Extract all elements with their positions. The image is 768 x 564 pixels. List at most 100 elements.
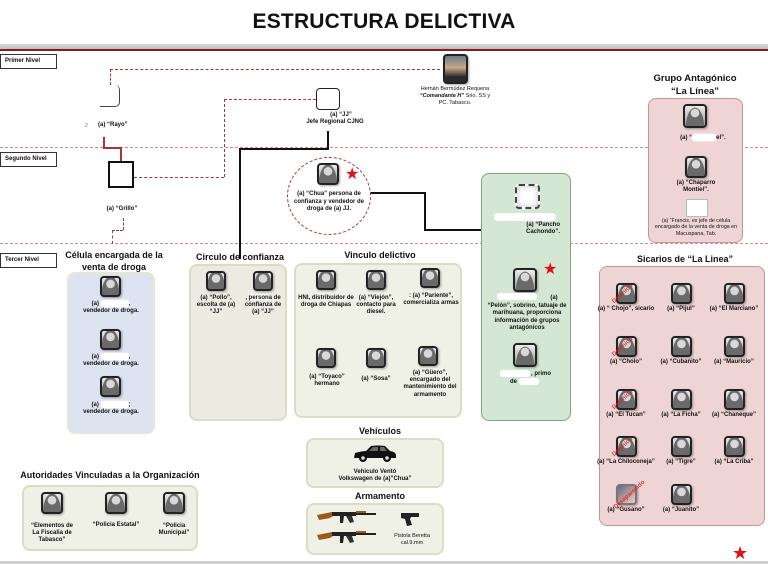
- armamento-title: Armamento: [354, 491, 405, 501]
- connector-rayo-grillo-c: [120, 147, 122, 161]
- sicario-photo: [723, 389, 745, 410]
- pelon-photo: [513, 268, 537, 292]
- jj-alias: (a) “JJ”: [330, 112, 352, 118]
- celula-member-2-prefix: (a): [91, 354, 99, 361]
- sicario-item: Desaparecido(a) “Gusano”: [594, 480, 658, 514]
- header-bar: [0, 44, 768, 50]
- car-icon: [354, 445, 396, 462]
- connector-jj-down: [224, 99, 225, 177]
- connector-grillo-down-c: [112, 230, 113, 244]
- pelon-caption: (a) “Pelón”, sobrino, tatuaje de marihua…: [487, 295, 567, 331]
- celula-member-2-suffix: ,: [128, 354, 131, 361]
- antagonico-title: Grupo Antagónico “La Línea”: [640, 73, 750, 99]
- status-stamp: Detenido: [610, 336, 634, 358]
- vinculo-member-1-caption: HNI, distribuidor de droga de Chiapas: [298, 295, 354, 309]
- sicario-photo: [670, 389, 692, 410]
- sicario-item: (a) “Juanito”: [649, 484, 713, 514]
- celula-member-3-caption: (a) ;vendedor de droga.: [80, 401, 142, 416]
- level-label-first: Primer Nivel: [0, 54, 57, 69]
- level-label-second: Segundo Nivel: [0, 152, 57, 167]
- antagonico-member-3-photo-placeholder: [686, 199, 708, 217]
- rayo-photo-placeholder: [100, 85, 120, 107]
- autoridades-member-2-photo: [105, 492, 127, 514]
- connector-jj-black-b: [239, 148, 329, 150]
- connector-chua-pancho-b: [424, 192, 426, 230]
- celula-member-3-photo: [100, 376, 121, 397]
- connector-rayo-grillo-a: [103, 137, 105, 148]
- autoridades-title: Autoridades Vinculadas a la Organización: [20, 470, 200, 480]
- sicario-photo: [670, 336, 692, 357]
- sicario-caption: (a) “La Chiloconeja”: [597, 459, 655, 465]
- hernan-photo: [443, 54, 468, 84]
- vinculo-member-1-photo: [316, 270, 336, 290]
- primo-redaction-2: [519, 378, 539, 385]
- vinculo-member-4-caption: (a) “Toyaco” hermano: [309, 374, 345, 388]
- connector-grillo-down-a: [123, 218, 124, 230]
- circulo-member-1-caption: (a) “Pollo”, escolta de (a) “JJ”: [196, 295, 236, 316]
- sicario-photo: Detenido: [611, 336, 637, 358]
- sicario-photo: [723, 436, 745, 457]
- header-red-rule: [0, 49, 768, 51]
- circulo-title: Circulo de confianza: [195, 252, 284, 262]
- sicario-caption: (a) “Chaneque”: [711, 412, 756, 418]
- star-icon: ★: [345, 166, 360, 183]
- sicario-item: (a) “Chaneque”: [702, 389, 766, 419]
- connector-rayo-grillo-b: [103, 147, 122, 149]
- sicario-photo: [670, 283, 692, 304]
- celula-title: Célula encargada de la venta de droga: [65, 250, 163, 272]
- chua-caption: (a) “Chua” persona de confianza y vended…: [293, 191, 365, 212]
- celula-member-1-caption: (a) ,vendedor de droga.: [80, 300, 142, 315]
- sicario-item: Detenido(a) “La Chiloconeja”: [594, 436, 658, 466]
- circulo-member-2-redaction: [249, 294, 271, 300]
- sicario-caption: (a) “El Tucan”: [606, 412, 646, 418]
- autoridades-member-1-photo: [41, 492, 63, 514]
- pistol-caption: Pistola Beretta cal.9.mm: [385, 533, 439, 546]
- sicario-photo: Detenido: [611, 389, 637, 411]
- sicario-photo: Detenido: [611, 283, 637, 305]
- antagonico-member-2-photo: [685, 156, 707, 178]
- celula-member-1-suffix: ,: [128, 301, 131, 308]
- status-stamp: Desaparecido: [612, 479, 646, 511]
- jj-photo-placeholder: [316, 88, 340, 110]
- antagonico-member-1-caption-pre: (a) “: [680, 135, 693, 142]
- pancho-photo-blurred: [515, 184, 540, 209]
- primo-caption-tail: de: [510, 379, 518, 385]
- primo-photo: [513, 343, 537, 367]
- celula-member-3-prefix: (a): [91, 402, 99, 409]
- primo-redaction: [500, 370, 530, 377]
- sicario-caption: (a) “ Chojo”, sicario: [597, 306, 655, 312]
- primo-caption: , primo: [531, 371, 552, 377]
- chua-circle: [287, 157, 371, 235]
- rifle-icon: [317, 531, 376, 543]
- chua-photo: [317, 163, 339, 185]
- sicario-photo: [723, 336, 745, 357]
- level-label-third: Tercer Nivel: [0, 253, 57, 268]
- autoridades-member-1-caption: “Elementos de La Fiscalia de Tabasco”: [30, 523, 73, 544]
- sicario-item: (a) “La Criba”: [702, 436, 766, 466]
- hernan-position: Srio. SS y: [464, 92, 491, 99]
- celula-member-1-photo: [100, 276, 121, 297]
- jj-label: (a) “JJ” Jefe Regional CJNG: [290, 112, 380, 126]
- antagonico-title-line2: “La Línea”: [670, 85, 720, 97]
- sicario-photo: Detenido: [611, 436, 637, 458]
- pistol-caption-line2: cal.9.mm: [400, 539, 424, 546]
- vinculo-member-6-photo: [418, 346, 438, 366]
- pancho-redaction: [494, 213, 556, 221]
- celula-member-2-caption: (a) ,vendedor de droga.: [74, 353, 148, 368]
- rayo-prefix: 2: [85, 123, 88, 129]
- grillo-caption: (a) “Grillo”: [106, 206, 138, 212]
- sicario-item: Detenido(a) “Cholo”: [594, 336, 658, 366]
- sicario-caption: (a) “Mauricio”: [714, 359, 754, 365]
- sicario-caption: (a) “Gusano”: [607, 507, 645, 513]
- vinculo-member-4-photo: [316, 348, 336, 368]
- connector-jj-black-c: [239, 148, 241, 259]
- sicario-caption: (a) “La Ficha”: [661, 412, 701, 418]
- celula-member-3-suffix: ;: [128, 402, 131, 409]
- footer-bar: [0, 561, 768, 564]
- sicario-caption: (a) “La Criba”: [714, 459, 754, 465]
- vinculo-member-5-photo: [366, 348, 386, 368]
- hernan-label: Hernán Bermúdez Requena “Comandante H” S…: [405, 86, 505, 107]
- antagonico-member-1-photo: [683, 104, 707, 128]
- rifle-icon: [317, 511, 376, 523]
- sicario-photo: [670, 484, 692, 505]
